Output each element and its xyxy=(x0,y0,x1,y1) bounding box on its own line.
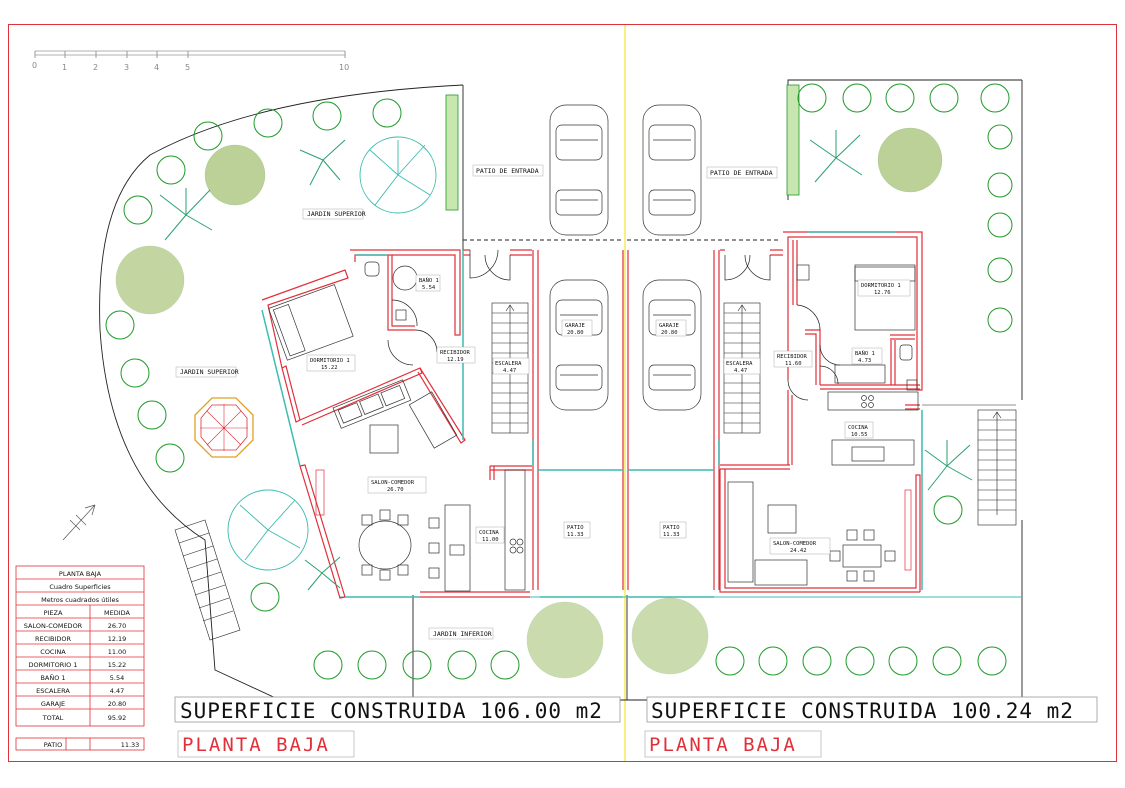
table-row-value: 11.00 xyxy=(108,648,127,656)
scale-bar: 0 1 2 3 4 5 10 xyxy=(32,50,349,72)
door-swings xyxy=(387,249,841,401)
label-jardin-inferior: JARDIN INFERIOR xyxy=(433,630,492,638)
scale-tick-2: 2 xyxy=(93,63,98,72)
label-escalera-left: ESCALERA xyxy=(495,361,522,367)
glazing xyxy=(261,231,923,598)
label-garaje-right: GARAJE xyxy=(659,323,679,329)
label-jardin-superior-top: JARDIN SUPERIOR xyxy=(307,210,366,218)
party-walls xyxy=(532,250,720,590)
hedges xyxy=(445,84,800,211)
label-garaje-left-area: 20.80 xyxy=(567,330,584,336)
label-bano-right: BAÑO 1 xyxy=(855,350,875,357)
table-row-name: SALON-COMEDOR xyxy=(24,622,83,630)
room-labels-left: JARDIN SUPERIOR JARDIN SUPERIOR PATIO DE… xyxy=(175,164,593,640)
label-dormitorio-right-area: 12.76 xyxy=(874,290,891,296)
surface-left: SUPERFICIE CONSTRUIDA 106.00 m2 xyxy=(180,699,603,723)
table-row-value: 95.92 xyxy=(108,714,127,722)
scale-tick-1: 1 xyxy=(62,63,67,72)
label-dormitorio-left: DORMITORIO 1 xyxy=(310,358,350,364)
label-escalera-left-area: 4.47 xyxy=(503,368,516,374)
table-row-name: TOTAL xyxy=(42,714,64,722)
label-salon-left-area: 26.70 xyxy=(387,487,404,493)
gazebo xyxy=(194,397,254,458)
trees xyxy=(105,83,1013,680)
table-row-value: 15.22 xyxy=(108,661,127,669)
table-row-value: 12.19 xyxy=(108,635,127,643)
table-col-measure: MEDIDA xyxy=(104,609,131,617)
label-patio-left-area: 11.33 xyxy=(567,532,584,538)
surface-banners: SUPERFICIE CONSTRUIDA 106.00 m2 SUPERFIC… xyxy=(174,696,1098,758)
table-row-name: DORMITORIO 1 xyxy=(28,661,77,669)
label-bano-right-area: 4.73 xyxy=(858,358,871,364)
table-row-name: COCINA xyxy=(40,648,66,656)
label-patio-right: PATIO xyxy=(663,525,680,531)
surface-table-text: PLANTA BAJA Cuadro Superficies Metros cu… xyxy=(24,570,140,749)
label-recibidor-left: RECIBIDOR xyxy=(440,350,470,356)
label-escalera-right: ESCALERA xyxy=(726,361,753,367)
table-patio-name: PATIO xyxy=(44,741,62,749)
label-jardin-superior-left: JARDIN SUPERIOR xyxy=(180,368,239,376)
label-bano-left: BAÑO 1 xyxy=(419,277,439,284)
table-col-piece: PIEZA xyxy=(44,609,63,617)
table-row-name: RECIBIDOR xyxy=(35,635,72,643)
palms xyxy=(159,130,973,591)
label-patio-left: PATIO xyxy=(567,525,584,531)
label-recibidor-right: RECIBIDOR xyxy=(777,354,807,360)
scale-tick-0: 0 xyxy=(32,61,37,70)
label-garaje-right-area: 20.80 xyxy=(661,330,678,336)
table-row-value: 26.70 xyxy=(108,622,127,630)
cyan-trees xyxy=(227,136,437,571)
label-bano-left-area: 5.54 xyxy=(422,285,436,291)
north-arrow xyxy=(62,504,96,541)
table-title: PLANTA BAJA xyxy=(59,570,102,578)
sheet-border xyxy=(8,24,1117,762)
label-cocina-right: COCINA xyxy=(848,425,869,431)
table-row-name: BAÑO 1 xyxy=(40,673,65,682)
table-row-value: 20.80 xyxy=(108,700,127,708)
car-parking-patio-left xyxy=(549,104,609,236)
table-row-name: ESCALERA xyxy=(36,687,70,695)
table-row-name: GARAJE xyxy=(41,700,65,708)
left-unit-walls xyxy=(261,249,532,599)
label-cocina-right-area: 10.55 xyxy=(851,432,868,438)
surface-right: SUPERFICIE CONSTRUIDA 100.24 m2 xyxy=(651,699,1074,723)
table-row-value: 5.54 xyxy=(110,674,124,682)
table-row-value: 4.47 xyxy=(110,687,124,695)
table-units: Metros cuadrados útiles xyxy=(41,596,119,604)
surface-table xyxy=(15,565,145,751)
label-salon-right-area: 24.42 xyxy=(790,548,807,554)
table-patio-value: 11.33 xyxy=(121,741,140,749)
scale-tick-10: 10 xyxy=(339,63,349,72)
room-labels-right: PATIO DE ENTRADA GARAJE 20.80 DORMITORIO… xyxy=(655,166,911,555)
label-patio-entrada-left: PATIO DE ENTRADA xyxy=(476,167,539,175)
table-subtitle: Cuadro Superficies xyxy=(49,583,111,591)
title-left: PLANTA BAJA xyxy=(182,734,330,756)
label-salon-right: SALON-COMEDOR xyxy=(773,541,817,547)
scale-tick-5: 5 xyxy=(185,63,190,72)
label-recibidor-left-area: 12.19 xyxy=(447,357,464,363)
label-garaje-left: GARAJE xyxy=(565,323,585,329)
label-cocina-left-area: 11.00 xyxy=(482,537,499,543)
title-right: PLANTA BAJA xyxy=(649,734,797,756)
scale-tick-4: 4 xyxy=(154,63,159,72)
label-escalera-right-area: 4.47 xyxy=(734,368,747,374)
label-dormitorio-left-area: 15.22 xyxy=(321,365,338,371)
car-parking-patio-right xyxy=(642,104,702,236)
scale-tick-3: 3 xyxy=(124,63,129,72)
label-salon-left: SALON-COMEDOR xyxy=(371,480,415,486)
label-cocina-left: COCINA xyxy=(479,530,500,536)
furniture-left xyxy=(268,261,526,592)
shrubs xyxy=(115,127,943,679)
label-patio-right-area: 11.33 xyxy=(663,532,680,538)
label-dormitorio-right: DORMITORIO 1 xyxy=(861,283,901,289)
label-patio-entrada-right: PATIO DE ENTRADA xyxy=(710,169,773,177)
label-recibidor-right-area: 11.60 xyxy=(785,361,802,367)
